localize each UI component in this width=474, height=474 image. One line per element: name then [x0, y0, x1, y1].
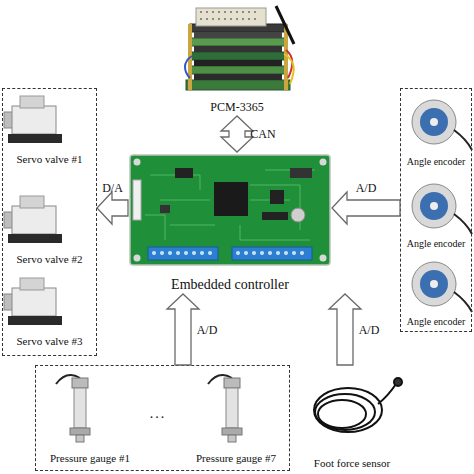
- node-label: Angle encoder: [397, 238, 474, 249]
- foot-force-sensor-photo: [314, 378, 402, 432]
- device-box: Servo valve #3: [3, 273, 96, 349]
- signal-label: A/D: [359, 322, 380, 337]
- node-label: Embedded controller: [124, 277, 336, 292]
- signal-label: A/D: [197, 322, 218, 337]
- ellipsis-label: ...: [150, 406, 167, 422]
- device-box: Angle encoder: [401, 253, 471, 329]
- node-label: Pressure gauge #1: [36, 452, 144, 464]
- servo-valve-photo: [4, 96, 62, 143]
- group-box: Servo valve #1Servo valve #2Servo valve …: [2, 88, 97, 356]
- pc104-stack-photo: [185, 6, 294, 90]
- device-box: Pressure gauge #1: [40, 370, 140, 466]
- block-arrow: [332, 192, 400, 224]
- node-label: Angle encoder: [397, 156, 474, 167]
- block-arrow: [167, 294, 199, 365]
- controller-box: Embedded controller: [128, 152, 332, 294]
- group-box: Angle encoderAngle encoderAngle encoder: [400, 88, 472, 332]
- block-arrow: [329, 294, 361, 365]
- signal-label: CAN: [250, 127, 275, 142]
- node-label: Servo valve #3: [0, 335, 100, 347]
- node-label: PCM-3365: [164, 101, 310, 114]
- node-label: Servo valve #2: [0, 253, 100, 265]
- angle-encoder-photo: [412, 184, 472, 234]
- angle-encoder-photo: [412, 262, 472, 312]
- device-box: Servo valve #1: [3, 93, 96, 167]
- node-label: Foot force sensor: [294, 457, 410, 469]
- pressure-gauge-photo: [208, 375, 242, 442]
- pressure-gauge-photo: [56, 375, 90, 442]
- device-box: Pressure gauge #7: [186, 370, 286, 466]
- signal-label: D/A: [102, 181, 123, 196]
- block-arrow: [97, 192, 128, 224]
- signal-label: A/D: [356, 181, 377, 196]
- block-arrow: [221, 116, 253, 152]
- device-box: Angle encoder: [401, 175, 471, 251]
- servo-valve-photo: [4, 196, 62, 243]
- node-label: Pressure gauge #7: [182, 452, 290, 464]
- device-box: Angle encoder: [401, 93, 471, 169]
- servo-valve-photo: [4, 278, 62, 325]
- angle-encoder-photo: [412, 100, 472, 150]
- controller-pcb-photo: [130, 155, 330, 265]
- computer-box: PCM-3365: [168, 2, 306, 116]
- node-label: Angle encoder: [397, 316, 474, 327]
- device-box: Foot force sensor: [298, 365, 406, 471]
- node-label: Servo valve #1: [0, 153, 100, 165]
- device-box: Servo valve #2: [3, 189, 96, 267]
